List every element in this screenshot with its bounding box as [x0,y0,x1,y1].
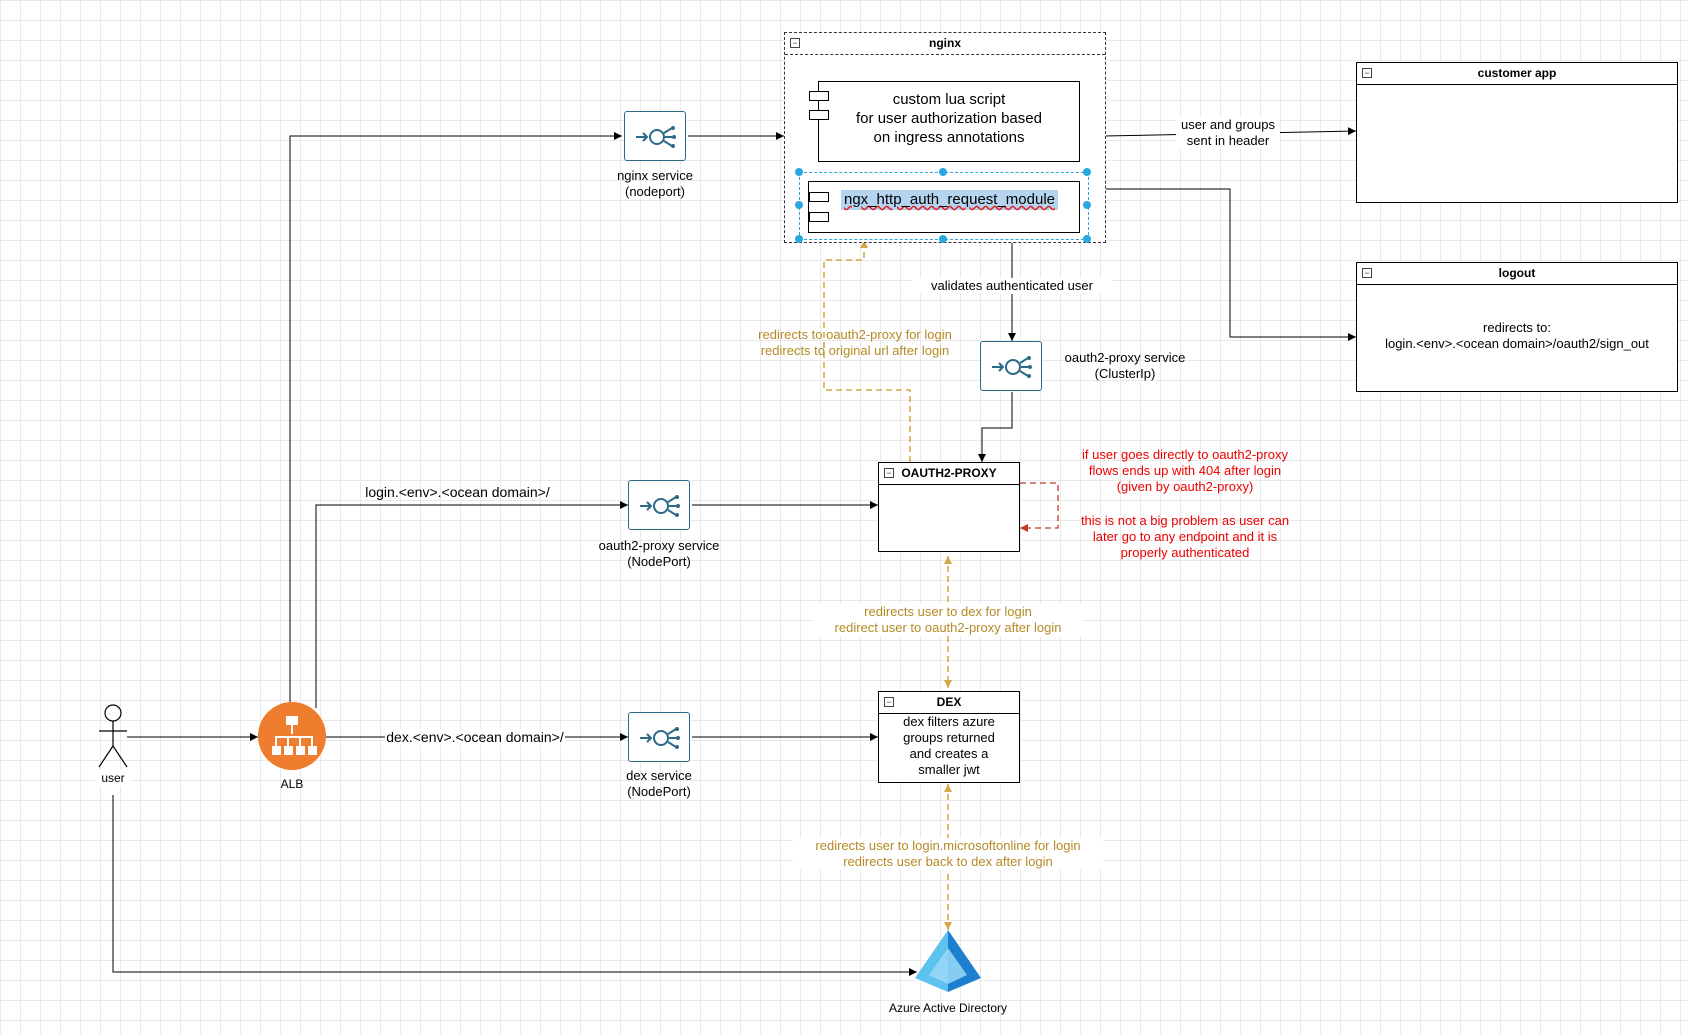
alb-label: ALB [280,777,304,791]
oauth2-proxy-title: OAUTH2-PROXY [901,466,997,480]
logout-title: logout [1498,266,1536,280]
lua-line: on ingress annotations [873,129,1025,146]
oauth2-nodeport-service-icon[interactable] [628,480,690,530]
dex-text: smaller jwt [918,762,980,777]
nginx-service-label: nginx service(nodeport) [617,168,693,199]
module-label: ngx_http_auth_request_module [844,191,1055,208]
customer-app-title: customer app [1477,66,1557,80]
logout-box[interactable]: − logout redirects to: login.<env>.<ocea… [1356,262,1678,392]
selection-handle[interactable] [939,168,947,176]
dex-text: dex filters azure [903,714,995,729]
alb-icon[interactable] [258,702,326,770]
dex-text: groups returned [903,730,995,745]
customer-app-collapse-icon[interactable]: − [1362,68,1372,78]
aad-label: Azure Active Directory [888,1001,1008,1015]
validates-edge-label: validates authenticated user [912,278,1112,294]
oauth2-proxy-collapse-icon[interactable]: − [884,468,894,478]
lua-line: custom lua script [892,91,1006,108]
auth-request-module-component[interactable]: ngx_http_auth_request_module [808,181,1080,233]
oauth2-cluster-service-label: oauth2-proxy service(ClusterIp) [1064,350,1186,381]
customer-app-box[interactable]: − customer app [1356,62,1678,203]
azure-active-directory-icon[interactable] [913,928,983,994]
component-tab-icon [809,91,829,101]
logout-text: login.<env>.<ocean domain>/oauth2/sign_o… [1385,336,1649,351]
oauth2-cluster-service-icon[interactable] [980,341,1042,391]
lua-script-component[interactable]: custom lua script for user authorization… [809,81,1080,162]
user-actor-icon[interactable] [93,704,133,770]
oauth2-proxy-box[interactable]: − OAUTH2-PROXY [878,462,1020,552]
dex-box[interactable]: − DEX dex filters azure groups returned … [878,691,1020,783]
selection-handle[interactable] [1083,235,1091,243]
logout-collapse-icon[interactable]: − [1362,268,1372,278]
edge-user-aad [112,795,917,976]
lua-line: for user authorization based [856,110,1042,127]
dex-service-icon[interactable] [628,712,690,762]
selection-handle[interactable] [795,235,803,243]
component-tab-icon [809,192,829,202]
component-tab-icon [809,110,829,120]
dex-text: and creates a [909,746,989,761]
selection-handle[interactable] [1083,201,1091,209]
nginx-collapse-icon[interactable]: − [790,38,800,48]
edge-alb-nginx-service [289,132,622,703]
dex-aad-redirect-label: redirects user to login.microsoftonline … [793,838,1103,870]
nginx-service-icon[interactable] [624,111,686,161]
edge-nginx-oauth2-redirect [823,240,911,462]
dex-url-label: dex.<env>.<ocean domain>/ [385,729,565,745]
nginx-title: nginx [929,36,961,50]
logout-text: redirects to: [1483,320,1551,335]
edge-alb-oauth2-service [315,501,628,708]
dex-service-label: dex service(NodePort) [626,768,692,799]
edge-oauth2-cluster-oauth2-proxy [978,392,1013,462]
selection-handle[interactable] [1083,168,1091,176]
edge-nginx-logout [1104,188,1356,341]
dex-collapse-icon[interactable]: − [884,697,894,707]
dex-title: DEX [936,695,962,709]
user-label: user [95,770,131,786]
login-url-label: login.<env>.<ocean domain>/ [365,484,550,500]
oauth2-nodeport-service-label: oauth2-proxy service(NodePort) [598,538,720,569]
selection-handle[interactable] [939,235,947,243]
selection-outline [799,172,1089,240]
component-tab-icon [809,212,829,222]
edge-oauth2-self-loop [1020,482,1059,532]
selection-handle[interactable] [795,168,803,176]
selection-handle[interactable] [795,201,803,209]
